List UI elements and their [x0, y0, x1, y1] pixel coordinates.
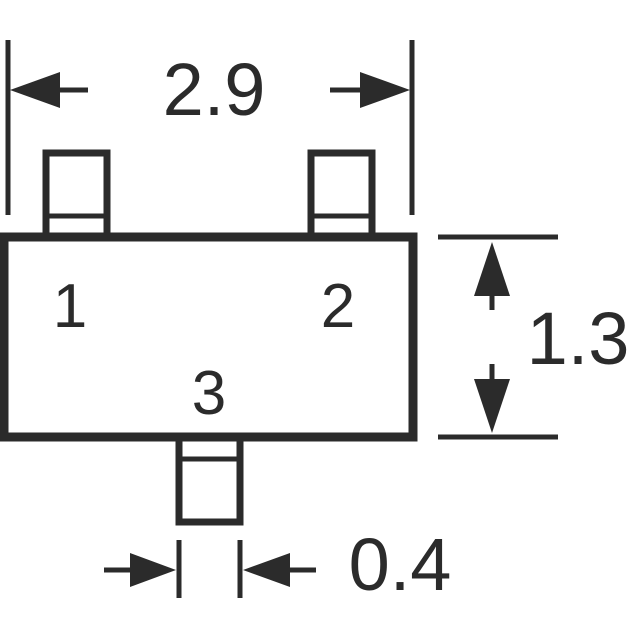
lead-pin3	[175, 434, 244, 526]
height-arrow-bottom-head	[474, 379, 510, 433]
pin2-label: 2	[321, 272, 355, 341]
height-arrow-top-head	[474, 242, 510, 296]
lead-pin2	[307, 149, 376, 241]
lead-width-arrow-right-head	[243, 553, 290, 587]
pin1-label: 1	[53, 272, 87, 341]
lead-width-arrow-left-head	[130, 553, 176, 587]
package-body	[0, 232, 418, 442]
width-arrow-left-head	[10, 72, 60, 108]
lead-width-dimension-label: 0.4	[349, 523, 452, 606]
width-dimension-label: 2.9	[163, 48, 266, 131]
lead-pin1	[42, 149, 111, 241]
height-dimension-label: 1.3	[527, 297, 630, 380]
pin3-label: 3	[192, 359, 226, 428]
width-arrow-right-head	[360, 72, 410, 108]
